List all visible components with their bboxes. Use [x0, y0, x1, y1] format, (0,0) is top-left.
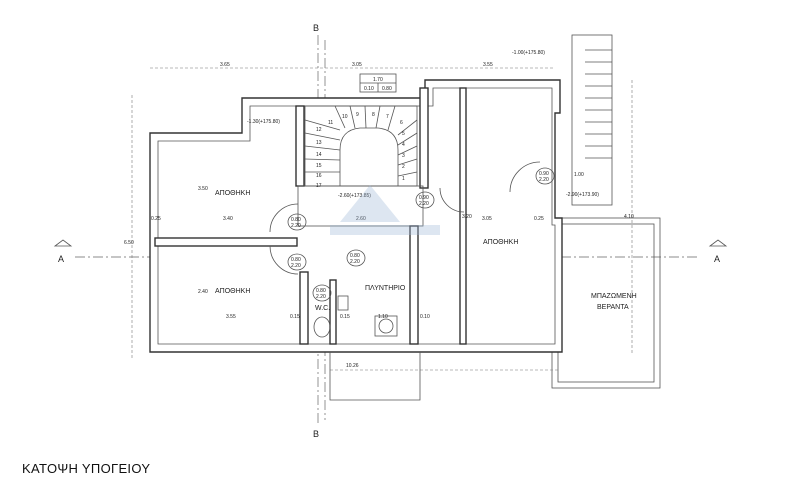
- watermark-logo: [330, 185, 440, 235]
- svg-text:14: 14: [316, 152, 322, 158]
- door-tag-6: 0.80 2.20: [312, 284, 332, 302]
- svg-text:1: 1: [402, 176, 405, 182]
- door-tag-2: 0.80 2.20: [287, 253, 307, 271]
- svg-text:8: 8: [372, 112, 375, 118]
- wall-storage-divider: [154, 237, 298, 247]
- opening-width: 1.70: [373, 77, 383, 83]
- toilet-icon: [313, 316, 331, 338]
- dim-veranda-v-label: 4.10: [624, 214, 634, 220]
- dim-top-2: 3.05: [352, 62, 362, 68]
- dim-lower-left-v: 2.40: [198, 289, 208, 295]
- dim-left-inner: 3.40: [223, 216, 233, 222]
- room-storage-bottom-left: ΑΠΟΘΗΚΗ: [215, 288, 250, 295]
- svg-text:3: 3: [402, 153, 405, 159]
- opening-a: 0.10: [364, 86, 374, 92]
- dim-right-gap: 0.25: [534, 216, 544, 222]
- section-label-b-bottom: B: [313, 429, 319, 439]
- wall-wc-left: [299, 271, 309, 345]
- door-tag-1: 0.80 2.20: [287, 213, 307, 231]
- dim-left-total-v: 6.50: [124, 240, 134, 246]
- svg-text:6: 6: [400, 120, 403, 126]
- wall-stair-left: [295, 105, 305, 187]
- dim-right-inner: 3.05: [482, 216, 492, 222]
- dim-bottom-gap3: 0.10: [420, 314, 430, 320]
- wall-stair-right: [419, 87, 429, 189]
- svg-text:0.80: 0.80: [316, 288, 326, 294]
- outer-walls: [149, 79, 563, 353]
- sink-icon: [337, 295, 349, 311]
- stair-numbers: 1 2 3 4 5 6 7 8 9 10 11 12 13 14 15 16 1…: [316, 112, 405, 189]
- svg-text:16: 16: [316, 173, 322, 179]
- veranda-label-1: ΜΠΑΖΩΜΕΝΗ: [591, 293, 637, 300]
- dim-mid-inner: 2.60: [356, 216, 366, 222]
- svg-text:2.20: 2.20: [350, 259, 360, 265]
- svg-text:2.20: 2.20: [419, 201, 429, 207]
- section-label-b-top: B: [313, 23, 319, 33]
- section-label-a-left: A: [58, 254, 64, 264]
- svg-text:0.90: 0.90: [539, 171, 549, 177]
- svg-text:17: 17: [316, 183, 322, 189]
- svg-text:0.80: 0.80: [291, 257, 301, 263]
- level-stair: -2.60(+173.85): [338, 193, 371, 199]
- washing-machine-icon: [374, 315, 398, 337]
- veranda-outline: [551, 217, 661, 389]
- level-left: -1.30(+175.80): [247, 119, 280, 125]
- dim-bottom-gap1: 0.15: [290, 314, 300, 320]
- svg-text:0.80: 0.80: [291, 217, 301, 223]
- bottom-terrace: [329, 352, 421, 401]
- room-storage-right: ΑΠΟΘΗΚΗ: [483, 239, 518, 246]
- dim-right-v: 3.20: [462, 214, 472, 220]
- section-label-a-right: A: [714, 254, 720, 264]
- dim-bottom-left: 3.55: [226, 314, 236, 320]
- svg-text:12: 12: [316, 127, 322, 133]
- room-wc: W.C.: [315, 305, 330, 312]
- svg-text:7: 7: [386, 114, 389, 120]
- wall-right-storage: [459, 87, 467, 345]
- dim-bottom-total: 10.26: [346, 363, 359, 369]
- svg-text:0.80: 0.80: [350, 253, 360, 259]
- dim-left-v: 3.50: [198, 186, 208, 192]
- dim-bottom-mid: 1.10: [378, 314, 388, 320]
- level-right: -2.90(+173.90): [566, 192, 599, 198]
- wall-laundry-right: [409, 225, 419, 345]
- room-storage-top-left: ΑΠΟΘΗΚΗ: [215, 190, 250, 197]
- svg-text:2.20: 2.20: [291, 263, 301, 269]
- door-tag-4: 0.90 2.20: [415, 191, 435, 209]
- door-tag-3: 0.80 2.20: [346, 249, 366, 267]
- svg-text:2.20: 2.20: [291, 223, 301, 229]
- svg-text:5: 5: [402, 131, 405, 137]
- svg-text:9: 9: [356, 112, 359, 118]
- svg-text:2.20: 2.20: [316, 294, 326, 300]
- section-marker-a-left: [53, 239, 73, 247]
- section-marker-a-right: [708, 239, 728, 247]
- svg-text:2.20: 2.20: [539, 177, 549, 183]
- opening-b: 0.80: [382, 86, 392, 92]
- svg-text:4: 4: [402, 142, 405, 148]
- exterior-stair: [571, 34, 613, 206]
- dim-top-1: 3.65: [220, 62, 230, 68]
- wall-wc-right: [329, 279, 337, 345]
- svg-text:15: 15: [316, 163, 322, 169]
- stair-right-width: 1.00: [574, 172, 584, 178]
- dim-bottom-gap2: 0.15: [340, 314, 350, 320]
- level-top-right: -1.00(+175.80): [512, 50, 545, 56]
- svg-text:2: 2: [402, 164, 405, 170]
- veranda-label-2: ΒΕΡΑΝΤΑ: [597, 304, 629, 311]
- svg-text:10: 10: [342, 114, 348, 120]
- page-title: ΚΑΤΟΨΗ ΥΠΟΓΕΙΟΥ: [22, 461, 151, 476]
- room-laundry: ΠΛΥΝΤΗΡΙΟ: [365, 285, 406, 292]
- svg-text:0.90: 0.90: [419, 195, 429, 201]
- dim-top-3: 3.55: [483, 62, 493, 68]
- dim-left-gap: 0.25: [151, 216, 161, 222]
- door-tag-5: 0.90 2.20: [535, 167, 555, 185]
- svg-text:13: 13: [316, 140, 322, 146]
- svg-text:11: 11: [328, 120, 333, 126]
